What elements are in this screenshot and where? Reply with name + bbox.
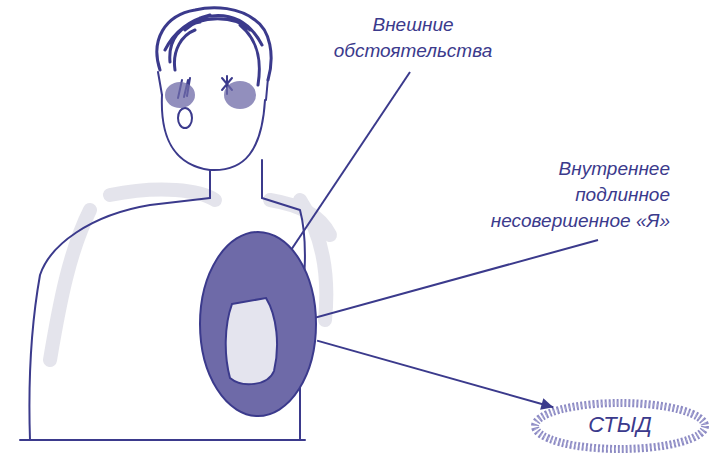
core-fill [226,298,277,384]
ring-fill [200,232,316,416]
shame-oval: СТЫД [530,398,710,454]
arrow-connector [317,341,553,410]
callout-label: Внутреннее подлинное несовершенное «Я» [470,156,670,234]
inner-core: Внутреннее подлинное несовершенное «Я» [222,296,280,388]
inner-core-outline [222,296,280,388]
outer-ring: Внешние обстоятельстваВнутреннее подлинн… [198,230,318,418]
arrow-head [540,398,553,410]
oval-label: СТЫД [530,412,710,438]
callout-label: Внешние обстоятельства [323,12,503,64]
connector-line [317,341,553,408]
